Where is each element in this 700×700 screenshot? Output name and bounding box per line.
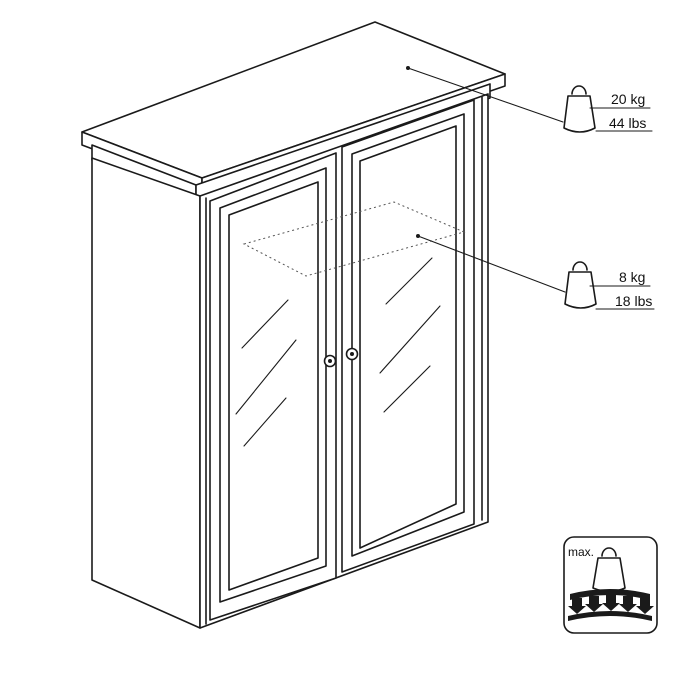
cabinet-side-panel — [91, 157, 201, 629]
door-knob-left — [323, 354, 337, 368]
shelf-load-kg: 8 kg — [619, 269, 645, 285]
top-load-lbs: 44 lbs — [609, 115, 646, 131]
inner-shelf-outline — [242, 201, 466, 277]
top-load-kg: 20 kg — [611, 91, 645, 107]
weight-icon — [564, 261, 597, 309]
right-door — [341, 99, 475, 573]
max-load-icon — [592, 547, 626, 593]
shelf-load-callout: 8 kg 18 lbs — [564, 261, 655, 310]
downward-arrows-icon — [568, 589, 654, 621]
left-door — [209, 152, 337, 621]
cabinet — [81, 21, 506, 629]
top-load-callout: 20 kg 44 lbs — [563, 85, 653, 133]
max-load-badge: max. — [563, 536, 658, 634]
shelf-load-lbs: 18 lbs — [615, 293, 652, 309]
leader-lines — [406, 66, 566, 293]
max-label: max. — [568, 545, 594, 559]
left-door-mirror — [228, 181, 319, 591]
weight-icon — [563, 85, 596, 133]
door-knob-right — [345, 347, 359, 361]
right-door-mirror — [359, 125, 457, 549]
